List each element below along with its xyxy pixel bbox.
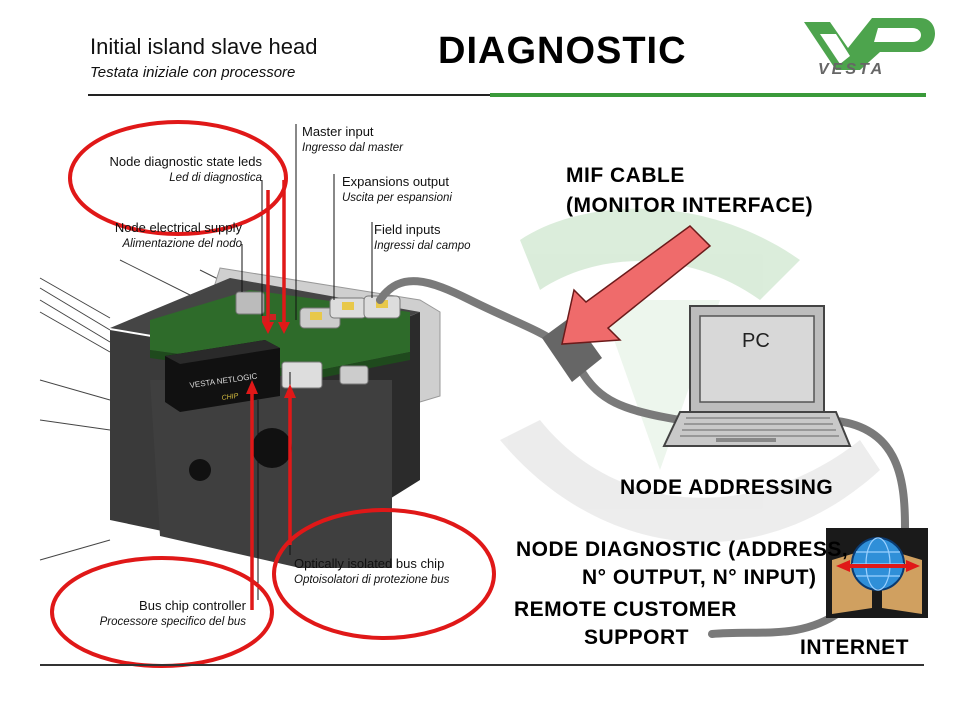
node-diagnostic-label-2: N° OUTPUT, N° INPUT) xyxy=(582,566,817,589)
header-rule xyxy=(88,94,490,96)
remote-support-label-1: REMOTE CUSTOMER xyxy=(514,598,737,621)
callout-master-en: Master input xyxy=(302,124,374,139)
highlight-ellipses xyxy=(50,120,496,668)
callout-bus-ctrl-en: Bus chip controller xyxy=(139,598,246,613)
callout-supply-it: Alimentazione del nodo xyxy=(122,238,242,250)
node-diagnostic-label-1: NODE DIAGNOSTIC (ADDRESS, xyxy=(516,538,849,561)
internet-icon xyxy=(826,528,928,618)
red-arrow-heads xyxy=(246,322,296,398)
mif-cable xyxy=(376,277,909,638)
callout-bus-ctrl-it: Processore specifico del bus xyxy=(99,616,246,628)
logo-text: VESTA xyxy=(818,61,885,78)
callout-diag-leds-it: Led di diagnostica xyxy=(169,172,262,184)
internet-label: INTERNET xyxy=(800,636,909,659)
callout-expansions-it: Uscita per espansioni xyxy=(342,192,452,204)
callout-opto-en: Optically isolated bus chip xyxy=(294,556,445,571)
footer-rule xyxy=(40,664,924,666)
callout-opto-it: Optoisolatori di protezione bus xyxy=(294,574,450,586)
node-addressing-label: NODE ADDRESSING xyxy=(620,476,834,499)
callout-master: Master input Ingresso dal master xyxy=(302,124,403,156)
callout-diag-leds: Node diagnostic state leds Led di diagno… xyxy=(92,154,262,186)
pc-laptop xyxy=(662,305,852,447)
background-lines xyxy=(39,259,241,561)
ellipse-diag-leds xyxy=(68,120,288,236)
callout-expansions-en: Expansions output xyxy=(342,174,449,189)
callout-field-en: Field inputs xyxy=(374,222,441,237)
pc-label: PC xyxy=(742,330,770,352)
callout-supply-en: Node electrical supply xyxy=(114,220,242,235)
callout-opto: Optically isolated bus chip Optoisolator… xyxy=(294,556,449,588)
ellipse-bus-ctrl xyxy=(50,556,274,668)
mif-arrow xyxy=(561,225,712,345)
slave-head-device: VESTA NETLOGIC CHIP xyxy=(110,267,441,568)
mif-connector xyxy=(542,316,602,382)
page-title: DIAGNOSTIC xyxy=(438,30,687,72)
header-rule-green xyxy=(490,93,926,97)
callout-field: Field inputs Ingressi dal campo xyxy=(374,222,471,254)
callout-field-it: Ingressi dal campo xyxy=(374,240,471,252)
header-title-it: Testata iniziale con processore xyxy=(90,64,296,81)
chip-sublabel: CHIP xyxy=(221,393,239,402)
red-pointer-lines xyxy=(250,180,292,610)
callout-master-it: Ingresso dal master xyxy=(302,142,403,154)
callout-expansions: Expansions output Uscita per espansioni xyxy=(342,174,452,206)
mif-cable-label-1: MIF CABLE xyxy=(566,164,685,187)
callout-supply: Node electrical supply Alimentazione del… xyxy=(92,220,242,252)
callout-bus-ctrl: Bus chip controller Processore specifico… xyxy=(60,598,246,630)
callout-diag-leds-en: Node diagnostic state leds xyxy=(109,154,262,169)
vesta-logo: VESTA xyxy=(804,18,935,78)
mif-cable-label-2: (MONITOR INTERFACE) xyxy=(566,194,814,217)
header-title-en: Initial island slave head xyxy=(90,34,318,59)
remote-support-label-2: SUPPORT xyxy=(584,626,690,649)
ellipse-opto xyxy=(272,508,496,640)
